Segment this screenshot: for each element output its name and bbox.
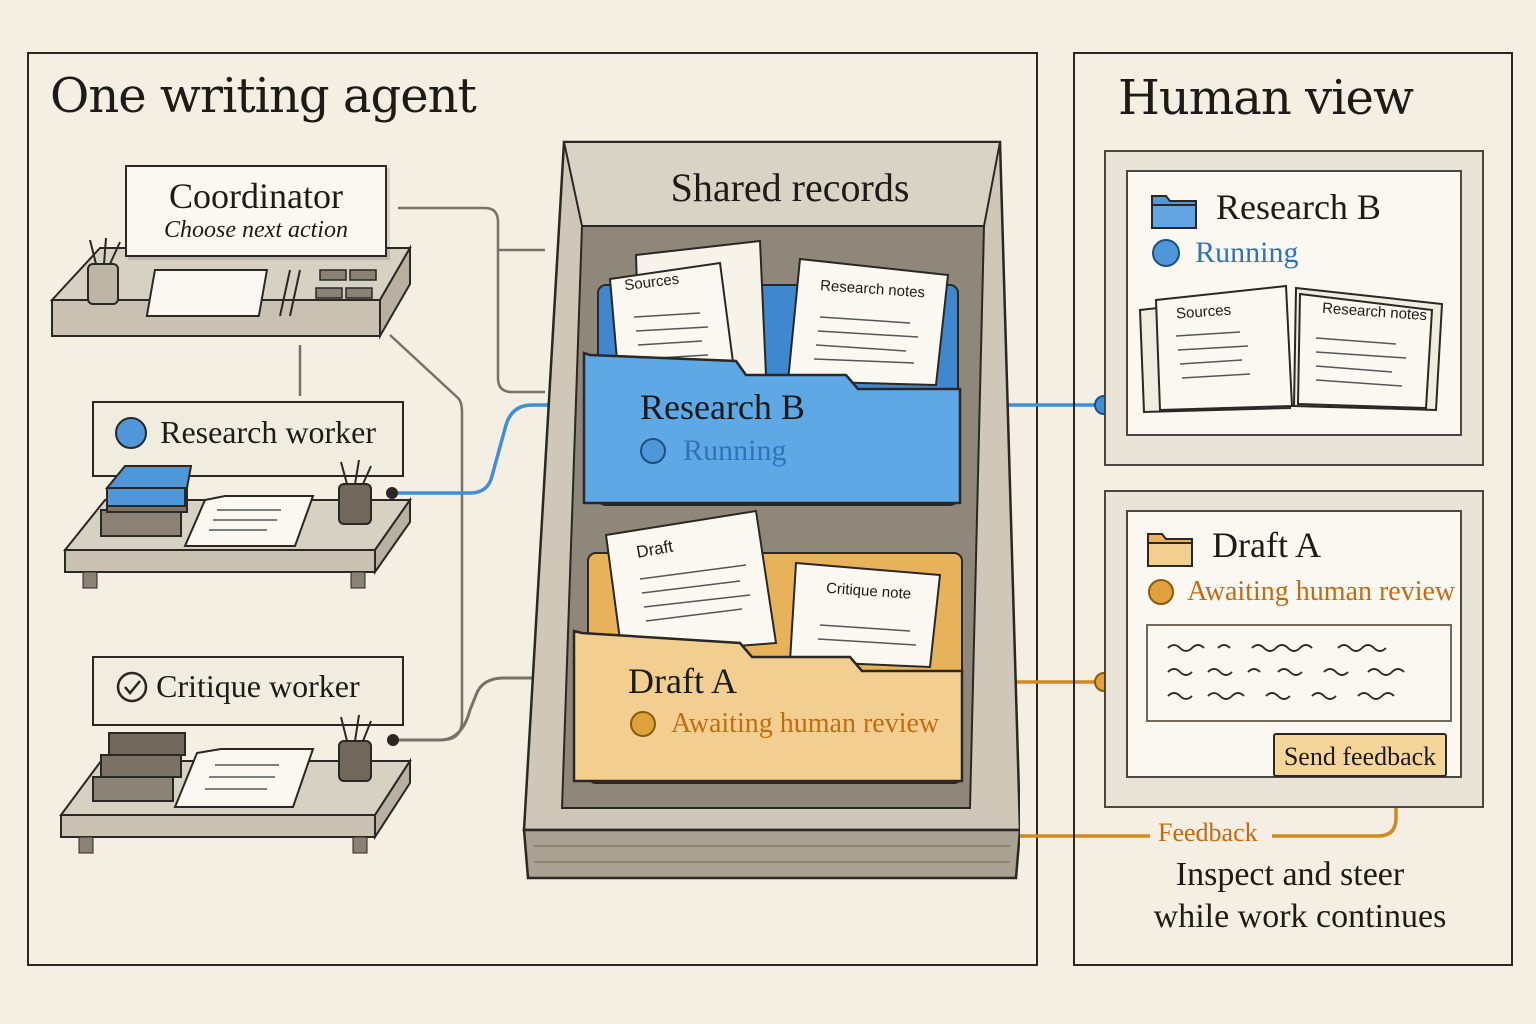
coordinator-subtitle: Choose next action — [164, 217, 348, 243]
agent-panel — [27, 52, 1038, 966]
awaiting-dot-icon — [1148, 579, 1174, 605]
research-connector — [394, 403, 588, 495]
feedback-arrow-line-right — [1272, 778, 1398, 838]
research-folder-status: Running — [640, 434, 786, 468]
human-view-title: Human view — [1118, 70, 1414, 126]
running-dot-icon — [1152, 239, 1180, 267]
human-draft-status-text: Awaiting human review — [1187, 576, 1456, 607]
draft-folder-status-text: Awaiting human review — [671, 708, 940, 739]
coordinator-desk — [49, 237, 412, 340]
scribble-text-icon — [1167, 644, 1405, 700]
research-connector-start-dot — [386, 487, 398, 499]
caption-line-2: while work continues — [1153, 898, 1447, 935]
caption-line-1: Inspect and steer — [1175, 856, 1405, 893]
feedback-arrow-label: Feedback — [1158, 818, 1258, 847]
folder-icon — [1147, 533, 1193, 567]
human-draft-status: Awaiting human review — [1148, 576, 1455, 608]
blue-dot-icon — [115, 416, 147, 449]
human-research-status: Running — [1152, 236, 1298, 270]
critique-worker-desk — [59, 656, 412, 854]
critique-worker-label: Critique worker — [156, 668, 360, 704]
human-research-papers — [1138, 284, 1444, 414]
coordinator-title: Coordinator — [169, 176, 343, 216]
research-worker-label: Research worker — [160, 414, 376, 450]
human-draft-name: Draft A — [1212, 525, 1321, 565]
critique-worker-heading: Critique worker — [115, 668, 360, 705]
awaiting-dot-icon — [630, 711, 656, 737]
human-view-panel — [1073, 52, 1513, 966]
research-worker-heading: Research worker — [115, 414, 376, 451]
research-folder-status-text: Running — [683, 434, 787, 467]
coordinator-sign: Coordinator Choose next action — [125, 165, 387, 257]
draft-folder-status: Awaiting human review — [630, 708, 939, 740]
running-dot-icon — [640, 438, 666, 464]
critique-connector-start-dot — [387, 734, 399, 746]
draft-folder-name: Draft A — [628, 661, 737, 701]
research-folder-name: Research B — [640, 387, 805, 427]
human-research-status-text: Running — [1195, 236, 1299, 269]
research-folder — [582, 239, 962, 506]
human-research-name: Research B — [1216, 187, 1381, 227]
check-circle-icon — [116, 671, 148, 702]
feedback-textarea[interactable] — [1146, 624, 1452, 722]
shared-records-title: Shared records — [670, 165, 910, 210]
send-feedback-button[interactable]: Send feedback — [1273, 733, 1447, 777]
folder-icon — [1151, 195, 1197, 229]
coordinator-connector — [398, 206, 545, 394]
agent-panel-title: One writing agent — [50, 68, 477, 124]
critique-connector — [394, 676, 574, 742]
draft-folder — [572, 509, 964, 784]
